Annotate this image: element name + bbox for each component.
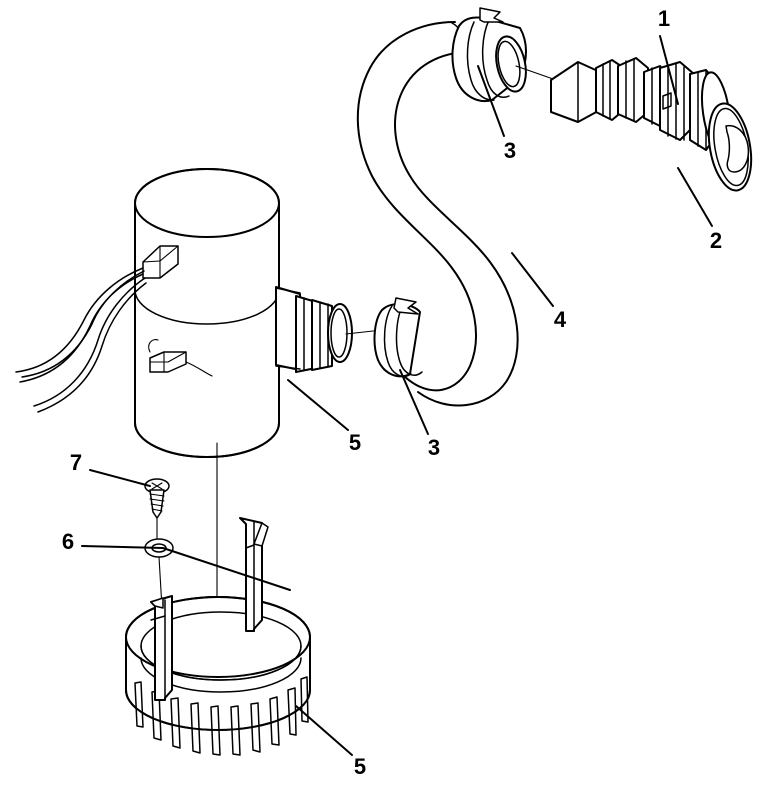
callout-5-pump-label: 5 (349, 430, 361, 455)
callout-6-label: 6 (62, 529, 74, 554)
callout-2-leader (677, 167, 713, 227)
callout-4-leader (511, 252, 554, 307)
callout-3-lower: 3 (399, 369, 440, 460)
callout-2-label: 2 (710, 228, 722, 253)
callout-3-lower-label: 3 (428, 435, 440, 460)
strainer-base (125, 517, 311, 756)
callout-6: 6 (62, 529, 291, 591)
callout-6-leader-ext (162, 547, 291, 591)
callout-5-strainer-label: 5 (354, 754, 366, 779)
callout-4-label: 4 (554, 307, 567, 332)
callout-2: 2 (677, 167, 722, 253)
callout-4: 4 (511, 252, 567, 332)
callout-5-pump-leader (287, 379, 349, 431)
callout-3-top-label: 3 (504, 138, 516, 163)
wire-harness (15, 245, 179, 413)
callout-7: 7 (70, 450, 151, 487)
hose-clamp-upper (451, 7, 557, 102)
hose-clamp-lower (373, 297, 423, 378)
callout-1-leader (659, 35, 679, 105)
callout-5-strainer: 5 (295, 705, 366, 779)
callout-3-top-leader (477, 65, 505, 137)
callout-3-top: 3 (477, 65, 516, 163)
callout-6-leader (81, 545, 164, 549)
mounting-screw (144, 478, 170, 539)
callout-5-pump: 5 (287, 379, 361, 455)
callout-1: 1 (658, 6, 679, 105)
callout-3-lower-leader (399, 369, 429, 435)
callout-5-strainer-leader (295, 705, 353, 756)
callout-1-label: 1 (658, 6, 670, 31)
callout-7-leader (89, 469, 151, 487)
through-hull-fitting (550, 57, 753, 192)
pump-label-plate (148, 339, 213, 377)
pump-outlet-barb (275, 286, 383, 373)
pump-body (134, 168, 280, 458)
callout-layer: 1 2 3 4 5 3 7 6 (62, 6, 722, 779)
callout-7-label: 7 (70, 450, 82, 475)
